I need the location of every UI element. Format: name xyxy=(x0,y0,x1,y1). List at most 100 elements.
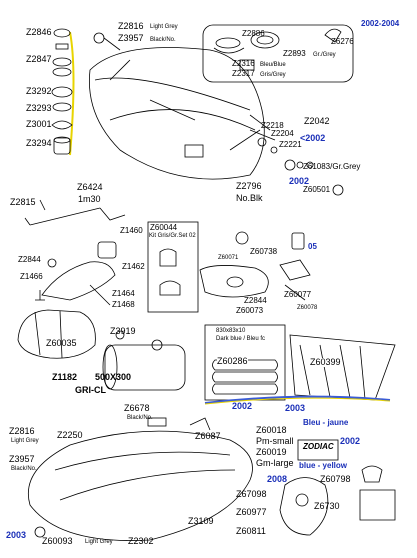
label-z3109: Z3109 xyxy=(188,516,214,526)
label-z1462: Z1462 xyxy=(122,262,145,271)
label-1m30: 1m30 xyxy=(78,194,101,204)
label-gris-grey: Gris/Grey xyxy=(260,72,286,78)
label-z3957-top: Z3957 xyxy=(118,33,144,43)
label-z60977: Z60977 xyxy=(236,507,267,517)
boat-bottom xyxy=(28,417,253,541)
floor-bag xyxy=(17,309,96,359)
label-z6730: Z6730 xyxy=(314,501,340,511)
label-z2316: Z2316 xyxy=(232,59,255,68)
right-fittings xyxy=(229,129,344,196)
label-z3919: Z3919 xyxy=(110,326,136,336)
label-z2250: Z2250 xyxy=(57,430,83,440)
label-z60035: Z60035 xyxy=(46,338,77,348)
label-z60798: Z60798 xyxy=(320,474,351,484)
label-z3001: Z3001 xyxy=(26,119,52,129)
label-pmsmall: Pm-small xyxy=(256,436,294,446)
label-z2815: Z2815 xyxy=(10,197,36,207)
boat-top xyxy=(89,32,271,180)
label-z2302: Z2302 xyxy=(128,536,154,546)
label-z60077: Z60077 xyxy=(284,290,312,299)
label-z60044: Z60044 xyxy=(150,223,178,232)
label-z60019: Z60019 xyxy=(256,447,287,457)
label-blackno-mid: Black/No. xyxy=(127,415,153,421)
label-500x300: 500X300 xyxy=(95,372,132,382)
cylinder-bag xyxy=(102,330,186,391)
label-z2816-bot: Z2816 xyxy=(9,426,35,436)
label-z6276: Z6276 xyxy=(331,37,354,46)
label-z6087: Z6087 xyxy=(195,431,221,441)
label-z2221: Z2221 xyxy=(279,140,302,149)
handle-parts xyxy=(199,231,311,301)
label-lightgrey-bot: Light Grey xyxy=(11,438,39,444)
label-z2844b: Z2844 xyxy=(244,296,267,305)
label-z60399: Z60399 xyxy=(310,357,341,367)
label-blackno-top: Black/No. xyxy=(150,37,176,43)
label-z1460: Z1460 xyxy=(120,226,143,235)
floorboard-panel xyxy=(289,334,396,401)
label-z1464: Z1464 xyxy=(112,289,135,298)
label-2002-mid: 2002 xyxy=(289,176,310,186)
label-gricl: GRI-CL xyxy=(75,385,106,395)
label-lightgrey-top: Light Grey xyxy=(150,24,178,30)
label-z60093: Z60093 xyxy=(42,536,73,546)
label-year-2002-2004: 2002-2004 xyxy=(361,19,400,28)
label-zodiac-logo: ZODIAC xyxy=(303,442,334,451)
label-z60811: Z60811 xyxy=(236,526,266,536)
label-z6424: Z6424 xyxy=(77,182,103,192)
label-gr-grey: Gr./Grey xyxy=(313,52,336,58)
label-bleu-blue: Bleu/Blue xyxy=(260,62,286,68)
label-z2042: Z2042 xyxy=(304,116,330,126)
label-z3293: Z3293 xyxy=(26,103,52,113)
label-z2886: Z2886 xyxy=(242,29,265,38)
label-z2204: Z2204 xyxy=(271,129,294,138)
label-z2218: Z2218 xyxy=(261,121,284,130)
label-z3957-bot: Z3957 xyxy=(9,454,35,464)
label-2002-right: 2002 xyxy=(340,436,361,446)
label-z2816-top: Z2816 xyxy=(118,21,144,31)
label-z2796: Z2796 xyxy=(236,181,262,191)
label-blackno-bot: Black/No. xyxy=(11,466,37,472)
label-z2847: Z2847 xyxy=(26,54,52,64)
label-blueyellow: blue - yellow xyxy=(299,461,348,470)
label-gmlarge: Gm-large xyxy=(256,458,294,468)
label-z1468: Z1468 xyxy=(112,300,135,309)
label-bleujaune: Bleu - jaune xyxy=(303,418,349,427)
label-2008: 2008 xyxy=(267,474,288,484)
label-z2317: Z2317 xyxy=(232,69,255,78)
inset-box-top xyxy=(202,24,354,83)
oar xyxy=(24,199,126,226)
valve-parts-stack xyxy=(51,28,75,156)
label-z6678: Z6678 xyxy=(124,403,150,413)
label-z60018: Z60018 xyxy=(256,425,287,435)
label-noblk: No.Blk xyxy=(236,193,263,203)
label-05: 05 xyxy=(308,242,317,251)
oarlock-section xyxy=(35,241,117,306)
label-2003-low: 2003 xyxy=(285,403,306,413)
label-z3294: Z3294 xyxy=(26,138,52,148)
label-z60738: Z60738 xyxy=(250,247,278,256)
label-boxsize: 830x83x10 xyxy=(216,328,246,334)
label-z1466: Z1466 xyxy=(20,272,43,281)
label-z60501: Z60501 xyxy=(303,185,331,194)
label-z1182: Z1182 xyxy=(52,372,78,382)
label-z60286: Z60286 xyxy=(217,356,248,366)
label-z61083: Z61083/Gr.Grey xyxy=(303,162,361,171)
label-z2893: Z2893 xyxy=(283,49,306,58)
label-lightgrey-z60093: Light Grey xyxy=(85,539,113,545)
bottom-right-parts xyxy=(279,439,396,536)
label-lt2002: <2002 xyxy=(300,133,326,143)
label-z60078: Z60078 xyxy=(297,305,318,311)
label-z3292: Z3292 xyxy=(26,86,52,96)
label-boxsub: Dark blue / Bleu fc xyxy=(216,336,266,342)
label-kitgris: Kit Gris/Gr.Set 02 xyxy=(149,233,196,239)
label-z67098: Z67098 xyxy=(236,489,267,499)
label-z2844: Z2844 xyxy=(18,255,41,264)
label-2003-bot: 2003 xyxy=(6,530,27,540)
label-2002-low: 2002 xyxy=(232,401,253,411)
label-z60071: Z60071 xyxy=(218,255,239,261)
label-z2846: Z2846 xyxy=(26,27,52,37)
kit-box xyxy=(147,221,199,313)
label-z60073: Z60073 xyxy=(236,306,264,315)
